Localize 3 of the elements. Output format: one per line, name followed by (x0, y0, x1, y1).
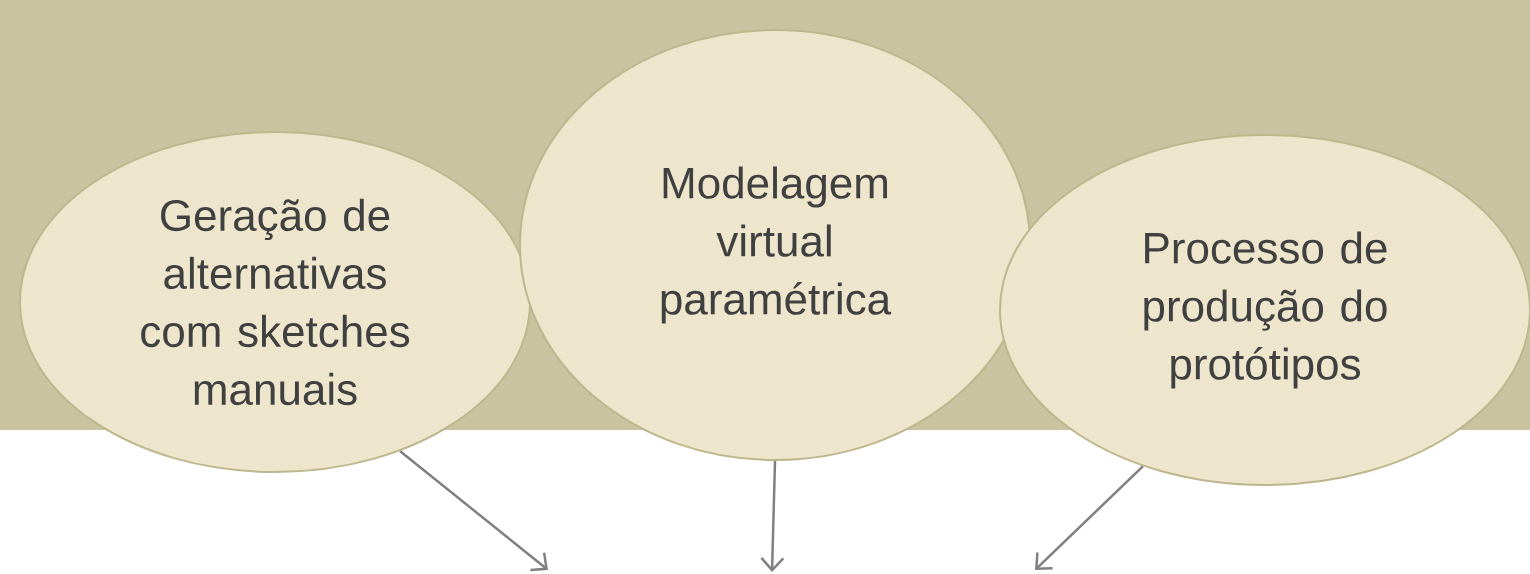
arrow (1035, 465, 1144, 570)
arrow (399, 450, 548, 572)
arrow (760, 460, 785, 572)
